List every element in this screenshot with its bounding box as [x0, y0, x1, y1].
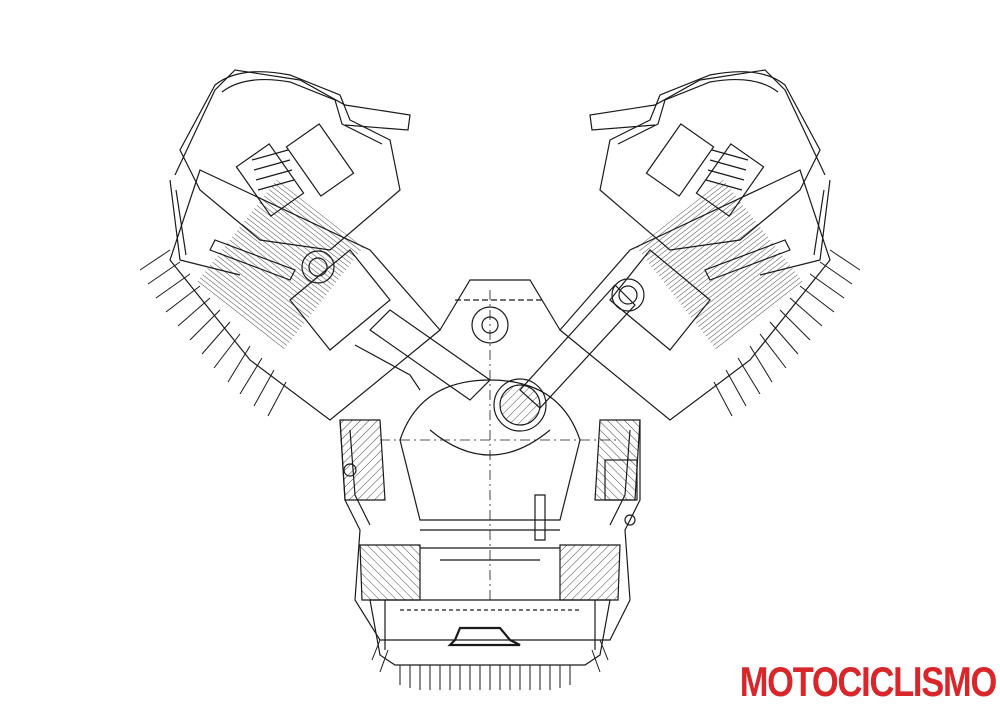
- right-cylinder-barrel: [559, 169, 831, 421]
- oil-sump: [369, 599, 611, 690]
- left-valve-springs: [235, 123, 355, 217]
- sump-outline: [369, 599, 611, 666]
- sump-fins: [371, 639, 609, 690]
- crankpin: [493, 378, 547, 432]
- left-piston: [289, 249, 391, 351]
- right-cylinder-bank: [519, 69, 861, 421]
- right-valve-springs: [645, 123, 765, 217]
- motociclismo-logo: MOTOCICLISMO: [739, 658, 998, 705]
- left-cooling-fins: [139, 249, 287, 417]
- left-cylinder-bank: [139, 69, 491, 421]
- camshaft: [471, 306, 509, 344]
- right-spark-plug: [704, 239, 791, 281]
- crankcase: [339, 378, 641, 641]
- right-head-cover: [589, 69, 826, 176]
- right-cooling-fins: [713, 249, 861, 417]
- left-spark-plug: [209, 239, 296, 281]
- oil-filter-boss: [604, 459, 638, 501]
- left-cylinder-head: [179, 71, 401, 251]
- sump-pickup: [447, 626, 521, 647]
- left-head-cover: [174, 69, 411, 176]
- right-wrist-pin: [611, 278, 645, 312]
- left-cylinder-barrel: [169, 169, 441, 421]
- crank-web: [399, 379, 581, 521]
- right-piston: [609, 249, 711, 351]
- right-cylinder-head: [599, 71, 821, 251]
- left-wrist-pin: [301, 250, 335, 284]
